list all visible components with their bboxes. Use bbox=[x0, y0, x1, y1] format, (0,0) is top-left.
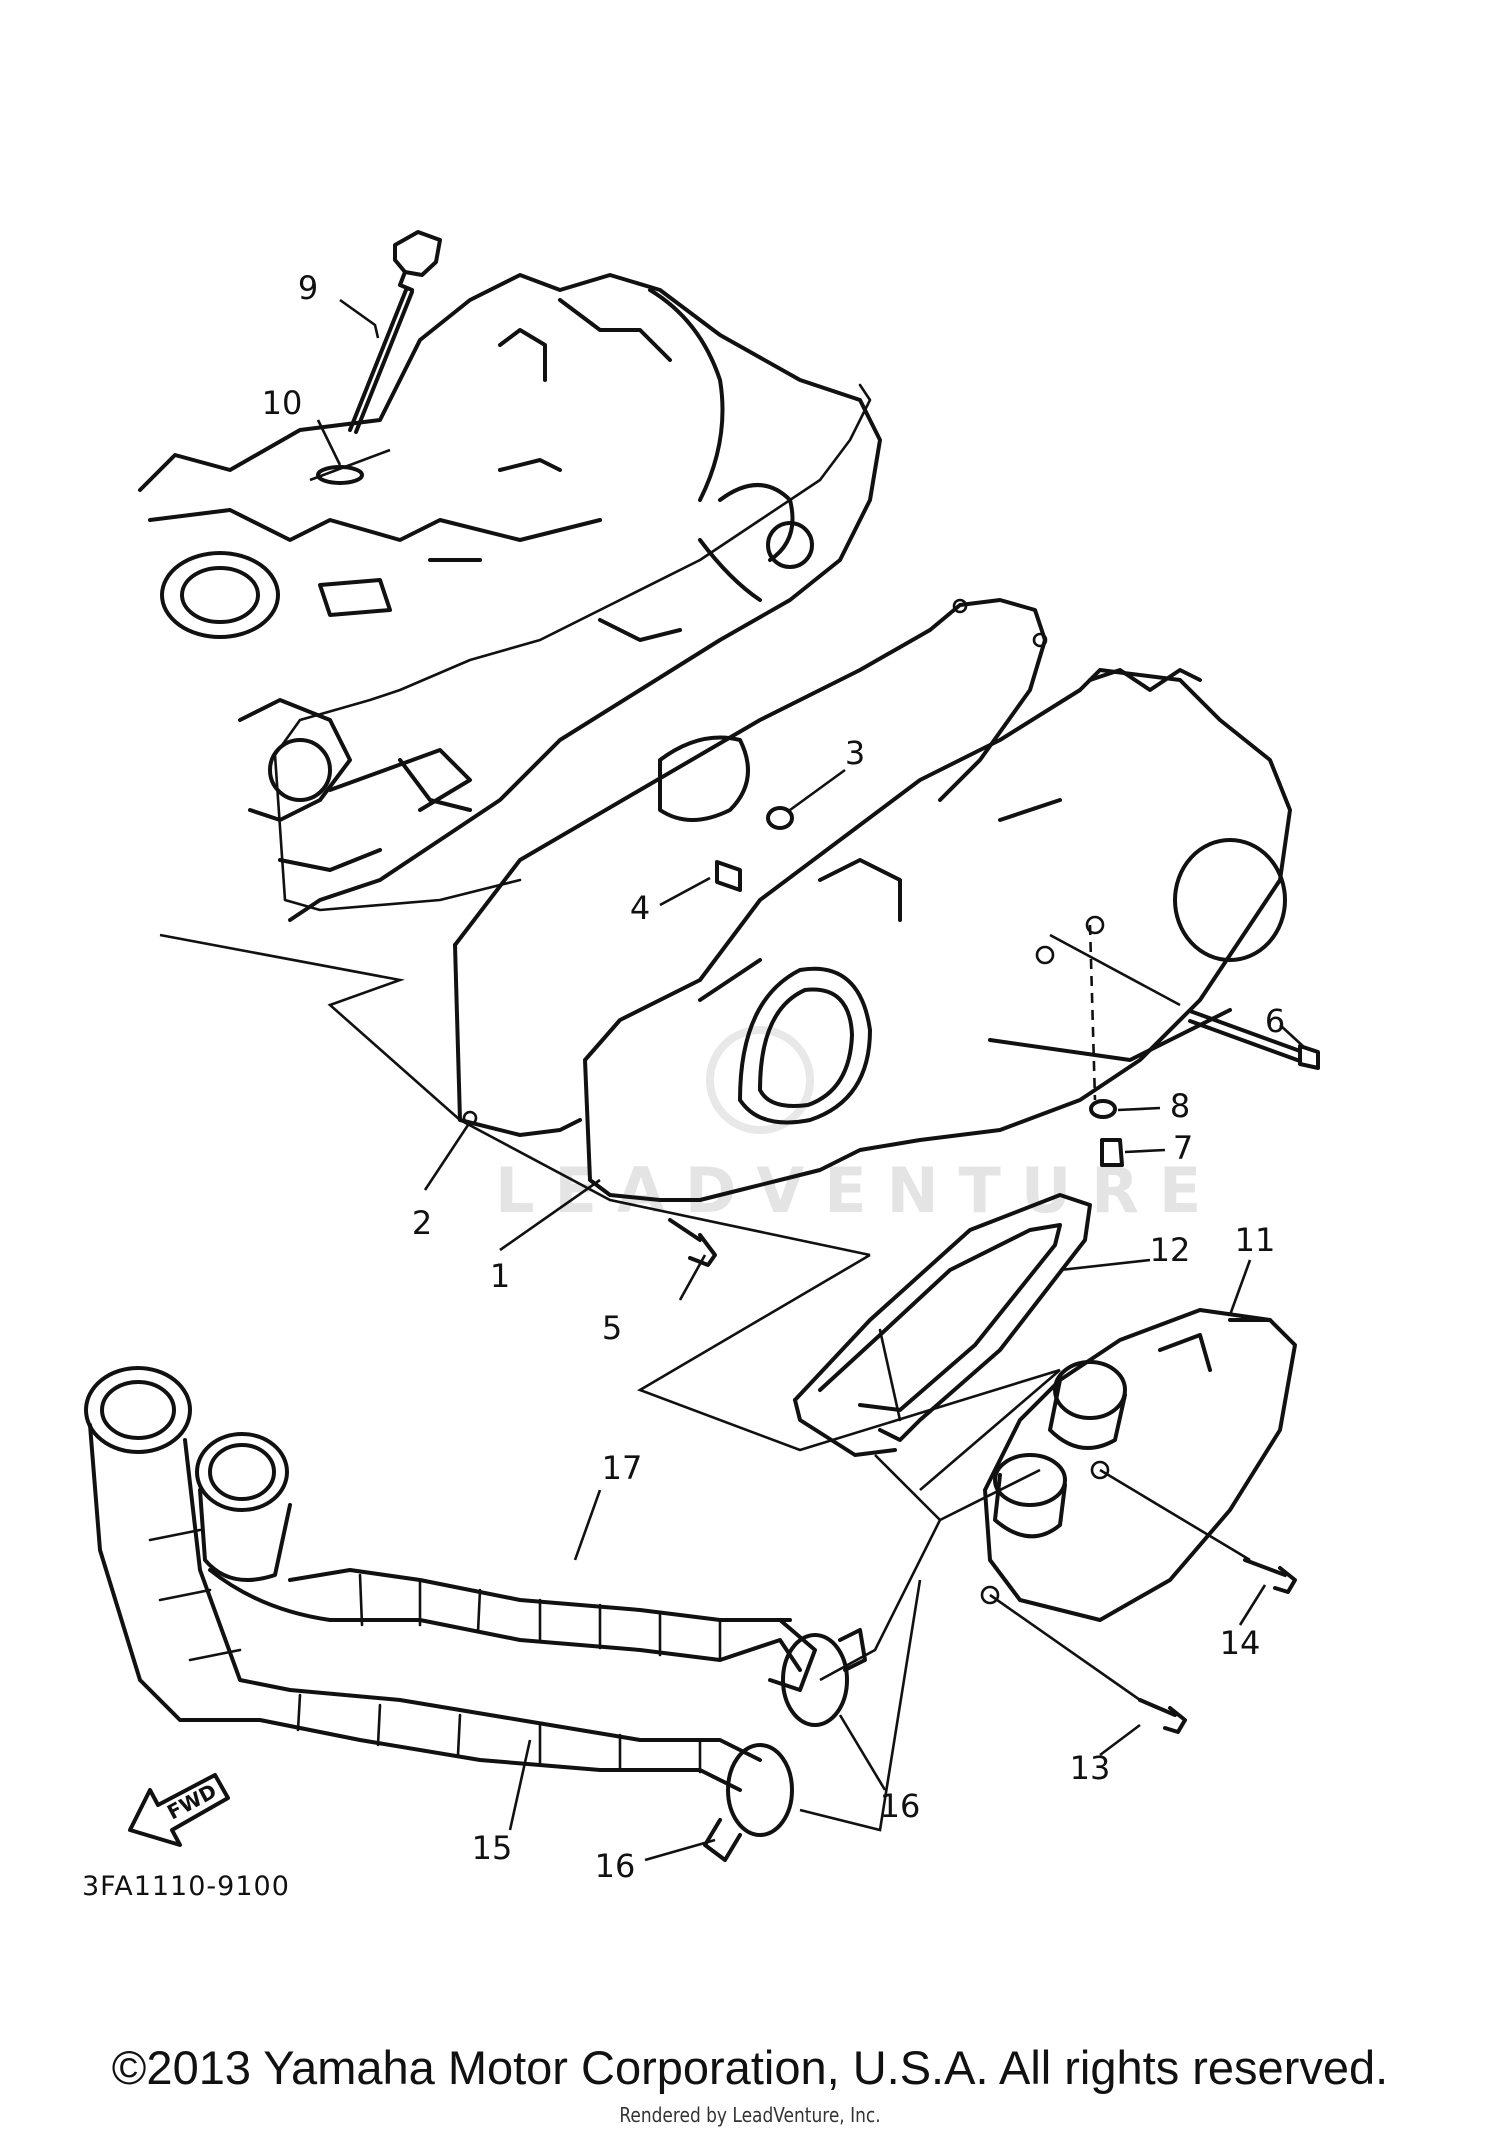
callout-16-lower: 16 bbox=[595, 1847, 636, 1885]
part-8-washer bbox=[1089, 1099, 1117, 1119]
callout-9: 9 bbox=[298, 269, 318, 307]
part-14-bolt bbox=[1243, 1558, 1297, 1594]
part-4-dowel-pin bbox=[715, 860, 742, 892]
alignment-guides bbox=[159, 448, 1251, 1832]
diagram-part-code: 3FA1110-9100 bbox=[82, 1871, 290, 1902]
callout-1: 1 bbox=[490, 1257, 510, 1295]
callout-12: 12 bbox=[1150, 1231, 1191, 1269]
part-7-plug bbox=[1100, 1138, 1124, 1167]
part-6-bolt bbox=[1188, 1009, 1320, 1070]
callout-13: 13 bbox=[1070, 1749, 1111, 1787]
watermark-text: LEADVENTURE bbox=[495, 1154, 1221, 1227]
callout-leaders bbox=[316, 298, 1306, 1862]
callout-labels: 9 10 3 4 6 8 7 2 1 5 11 12 17 14 13 16 1… bbox=[262, 269, 1286, 1885]
part-16-clamp-upper bbox=[781, 1628, 867, 1727]
part-17-air-duct bbox=[195, 1432, 817, 1692]
callout-11: 11 bbox=[1235, 1221, 1276, 1259]
crankcase-gasket-trace bbox=[273, 383, 872, 912]
part-10-o-ring bbox=[316, 465, 364, 485]
crankcase-outline bbox=[138, 273, 882, 922]
callout-17: 17 bbox=[602, 1449, 643, 1487]
part-3-washer bbox=[766, 806, 794, 830]
callout-5: 5 bbox=[602, 1309, 622, 1347]
callout-16-upper: 16 bbox=[880, 1787, 921, 1825]
part-5-bolt bbox=[668, 1218, 717, 1267]
callout-4: 4 bbox=[630, 889, 650, 927]
part-16-clamp-lower bbox=[703, 1743, 794, 1862]
part-15-air-duct bbox=[84, 1366, 762, 1792]
callout-10: 10 bbox=[262, 384, 303, 422]
fwd-arrow: FWD bbox=[128, 1773, 230, 1847]
callout-6: 6 bbox=[1265, 1002, 1285, 1040]
part-9-dipstick bbox=[348, 230, 442, 434]
part-11-cover bbox=[980, 1308, 1297, 1622]
callout-15: 15 bbox=[472, 1829, 513, 1867]
part-12-gasket bbox=[793, 1193, 1092, 1457]
crankcase-cover-gasket bbox=[453, 598, 1048, 1137]
callout-8: 8 bbox=[1170, 1087, 1190, 1125]
callout-3: 3 bbox=[845, 734, 865, 772]
rendered-by-notice: Rendered by LeadVenture, Inc. bbox=[619, 2103, 881, 2127]
crankcase-cover bbox=[583, 668, 1292, 1202]
callout-2: 2 bbox=[412, 1204, 432, 1242]
leadventure-watermark: LEADVENTURE bbox=[495, 1026, 1221, 1227]
callout-14: 14 bbox=[1220, 1624, 1261, 1662]
copyright-notice: ©2013 Yamaha Motor Corporation, U.S.A. A… bbox=[111, 2041, 1389, 2094]
part-13-bolt bbox=[1138, 1698, 1187, 1734]
callout-7: 7 bbox=[1173, 1129, 1193, 1167]
